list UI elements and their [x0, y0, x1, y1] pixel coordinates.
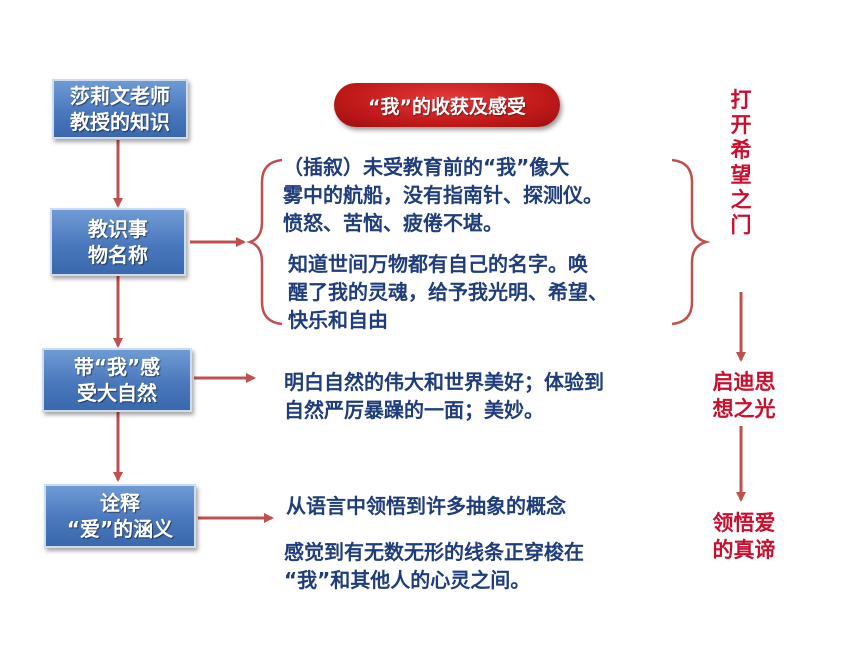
note-line: 自然严厉暴躁的一面；美妙。	[284, 398, 544, 422]
right-brace	[671, 158, 711, 326]
note-line: 醒了我的灵魂，给予我光明、希望、	[288, 280, 608, 304]
box-line: 教授的知识	[70, 110, 170, 134]
after-naming-note: 知道世间万物都有自己的名字。唤 醒了我的灵魂，给予我光明、希望、 快乐和自由	[288, 250, 608, 334]
nature-note: 明白自然的伟大和世界美好；体验到 自然严厉暴躁的一面；美妙。	[284, 368, 604, 424]
note-line: “我”和其他人的心灵之间。	[284, 568, 531, 592]
naming-things-box: 教识事 物名称	[50, 208, 186, 276]
teacher-knowledge-box: 莎莉文老师 教授的知识	[52, 79, 188, 139]
box-line: 教识事	[88, 217, 148, 241]
feel-nature-box: 带“我”感 受大自然	[42, 348, 192, 412]
note-line: 感觉到有无数无形的线条正穿梭在	[284, 540, 584, 564]
red-line: 想之光	[712, 397, 776, 421]
note-line: （插叙）未受教育前的“我”像大	[283, 155, 570, 179]
vertical-char: 打	[730, 88, 752, 112]
before-education-note: （插叙）未受教育前的“我”像大 雾中的航船，没有指南针、探测仪。 愤怒、苦恼、疲…	[283, 153, 603, 237]
vertical-char: 开	[730, 113, 752, 137]
box-line: 受大自然	[77, 381, 157, 405]
vertical-char: 之	[730, 188, 752, 212]
box-line: 诠释	[100, 491, 140, 515]
box-line: 带“我”感	[73, 355, 161, 379]
note-line: 雾中的航船，没有指南针、探测仪。	[283, 183, 603, 207]
box-line: 物名称	[88, 243, 148, 267]
note-line: 快乐和自由	[288, 308, 388, 332]
meaning-of-love-box: 诠释 “爱”的涵义	[44, 484, 196, 548]
box-line: 莎莉文老师	[70, 84, 170, 108]
truth-of-love-label: 领悟爱 的真谛	[700, 510, 788, 564]
left-brace	[246, 158, 283, 326]
note-line: 愤怒、苦恼、疲倦不堪。	[283, 211, 503, 235]
vertical-char: 门	[730, 213, 752, 237]
note-line: 从语言中领悟到许多抽象的概念	[286, 494, 566, 518]
note-line: 知道世间万物都有自己的名字。唤	[288, 252, 588, 276]
love-threads-note: 感觉到有无数无形的线条正穿梭在 “我”和其他人的心灵之间。	[284, 538, 584, 594]
gains-feelings-pill: “我”的收获及感受	[334, 83, 560, 127]
enlighten-thought-label: 启迪思 想之光	[700, 369, 788, 423]
red-line: 的真谛	[712, 538, 776, 562]
open-door-of-hope-label: 打 开 希 望 之 门	[727, 88, 755, 238]
vertical-char: 希	[730, 138, 752, 162]
box-line: “爱”的涵义	[66, 517, 174, 541]
red-line: 启迪思	[712, 370, 776, 394]
pill-label: “我”的收获及感受	[368, 95, 526, 118]
love-language-note: 从语言中领悟到许多抽象的概念	[286, 492, 566, 520]
note-line: 明白自然的伟大和世界美好；体验到	[284, 370, 604, 394]
red-line: 领悟爱	[712, 511, 776, 535]
vertical-char: 望	[730, 163, 752, 187]
